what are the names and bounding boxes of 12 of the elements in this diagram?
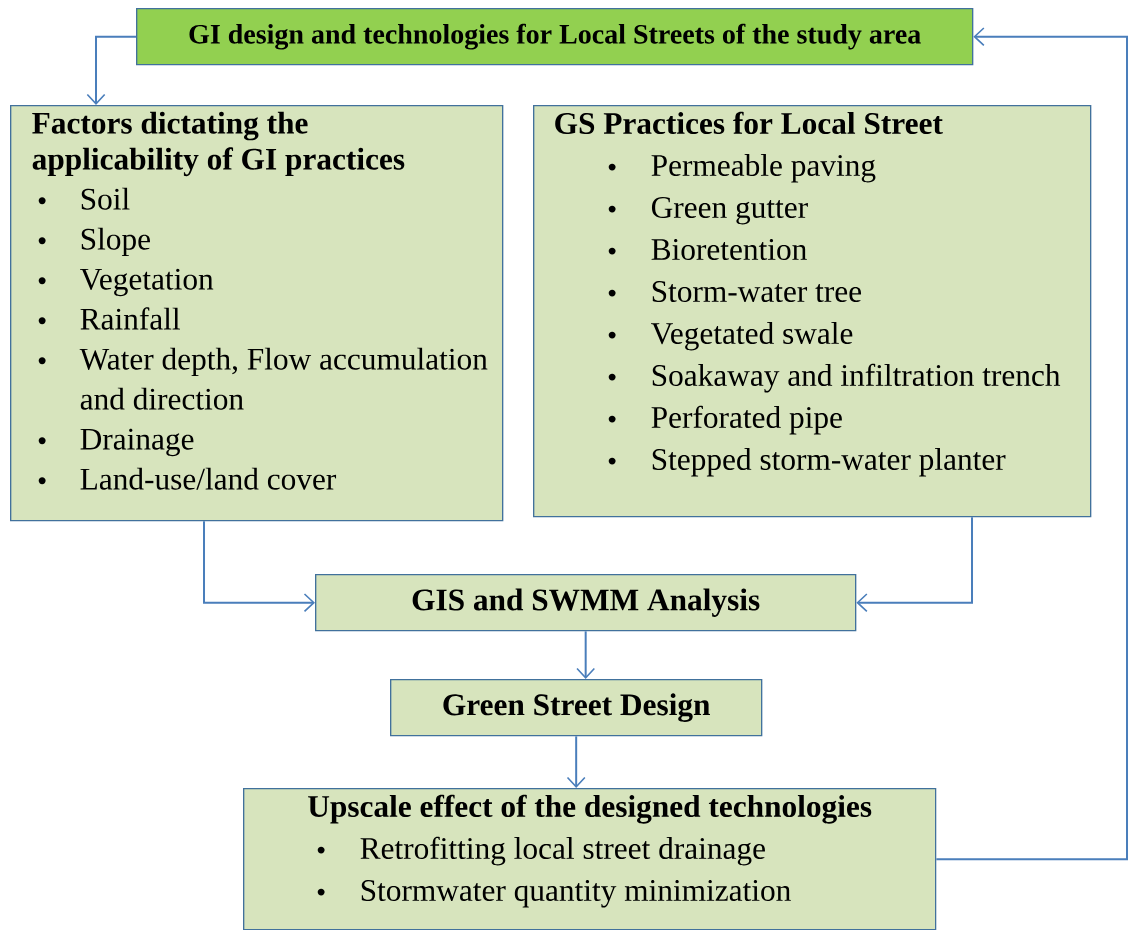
process-box: Green Street Design — [390, 679, 763, 737]
process-box: GI design and technologies for Local Streets of the study area — [136, 8, 974, 66]
process-box: GIS and SWMM Analysis — [315, 574, 857, 632]
arrow — [86, 35, 137, 105]
arrow — [566, 735, 586, 788]
arrow — [576, 630, 596, 679]
list-box: Factors dictating the applicability of GI practices Soil Slope Vegetation Rainfall Water depth, Flow accumulation and direction Drainage Land-use/land cover — [10, 105, 504, 522]
list-box: GS Practices for Local Street Permeable paving Green gutter Bioretention Storm-water tree Vegetated swale Soakaway and infiltration trench Perforated pipe Stepped storm-water planter — [533, 105, 1092, 518]
arrow — [203, 520, 315, 613]
arrow — [856, 516, 973, 613]
arrow — [935, 27, 1128, 861]
list-box: Upscale effect of the designed technologies Retrofitting local street drainage Stormwater quantity minimization — [243, 788, 937, 930]
